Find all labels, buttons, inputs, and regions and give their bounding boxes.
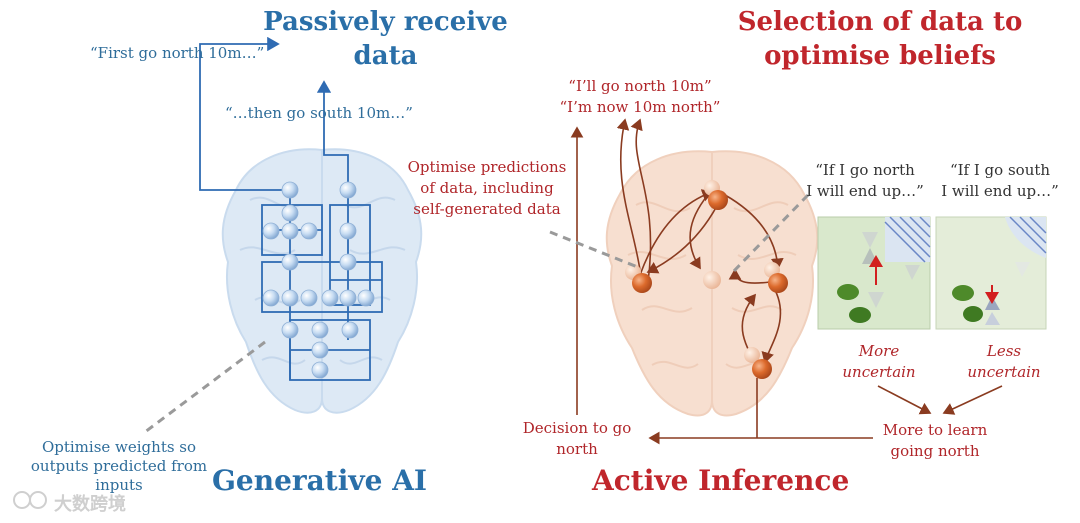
learn-line1: More to learn — [882, 421, 988, 439]
north-scenario-panel — [817, 216, 931, 330]
left-note-line3: inputs — [95, 476, 143, 494]
less-uncertain-line2: uncertain — [967, 363, 1041, 381]
less-uncertain-line1: Less — [986, 342, 1022, 360]
active-inference-label: Active Inference — [592, 464, 850, 497]
right-network-nodes — [625, 180, 788, 379]
less-uncertain-label: Less uncertain — [955, 341, 1053, 383]
more-uncertain-label: More uncertain — [830, 341, 928, 383]
if-south-caption: “If I go south I will end up…” — [930, 160, 1070, 202]
decision-label: Decision to go north — [508, 418, 646, 460]
watermark-logo — [13, 491, 47, 509]
left-heading-line2: data — [353, 41, 418, 71]
generative-ai-label: Generative AI — [212, 464, 428, 497]
predict-line3: self-generated data — [413, 200, 561, 218]
right-quote-line1: “I’ll go north 10m” — [568, 77, 712, 95]
right-heading: Selection of data to optimise beliefs — [715, 5, 1045, 73]
more-uncertain-line1: More — [858, 342, 900, 360]
right-quote-line2: “I’m now 10m north” — [559, 98, 721, 116]
watermark-text: 大数跨境 — [54, 494, 126, 515]
if-north-caption: “If I go north I will end up…” — [790, 160, 940, 202]
left-dashed-pointer — [144, 340, 266, 434]
predict-line2: of data, including — [420, 179, 554, 197]
more-uncertain-line2: uncertain — [842, 363, 916, 381]
left-note-line1: Optimise weights so — [41, 438, 197, 456]
right-quote: “I’ll go north 10m” “I’m now 10m north” — [540, 76, 740, 118]
right-network-connections — [570, 118, 873, 445]
if-south-line1: “If I go south — [949, 161, 1051, 179]
quote-then-south: “…then go south 10m…” — [225, 104, 413, 122]
left-network-nodes — [262, 181, 375, 379]
south-scenario-panel — [935, 216, 1047, 330]
predictions-dashed-pointer — [549, 230, 641, 270]
if-north-dashed-pointer — [728, 193, 810, 277]
left-optimise-note: Optimise weights so outputs predicted fr… — [24, 438, 214, 495]
predict-line1: Optimise predictions — [407, 158, 567, 176]
optimise-predictions-note: Optimise predictions of data, including … — [398, 157, 576, 220]
right-brain-illustration — [605, 150, 819, 417]
uncertainty-arrows — [877, 385, 1003, 415]
right-heading-line2: optimise beliefs — [764, 41, 996, 71]
decision-line1: Decision to go — [522, 419, 632, 437]
learn-line2: going north — [890, 442, 980, 460]
quote-first-north: “First go north 10m…” — [90, 44, 265, 62]
if-north-line1: “If I go north — [815, 161, 915, 179]
left-heading: Passively receive data — [258, 5, 513, 73]
left-heading-line1: Passively receive — [263, 7, 508, 37]
if-south-line2: I will end up…” — [941, 182, 1059, 200]
more-to-learn-label: More to learn going north — [870, 420, 1000, 462]
decision-line2: north — [556, 440, 598, 458]
if-north-line2: I will end up…” — [806, 182, 924, 200]
right-heading-line1: Selection of data to — [737, 7, 1023, 37]
left-note-line2: outputs predicted from — [30, 457, 208, 475]
